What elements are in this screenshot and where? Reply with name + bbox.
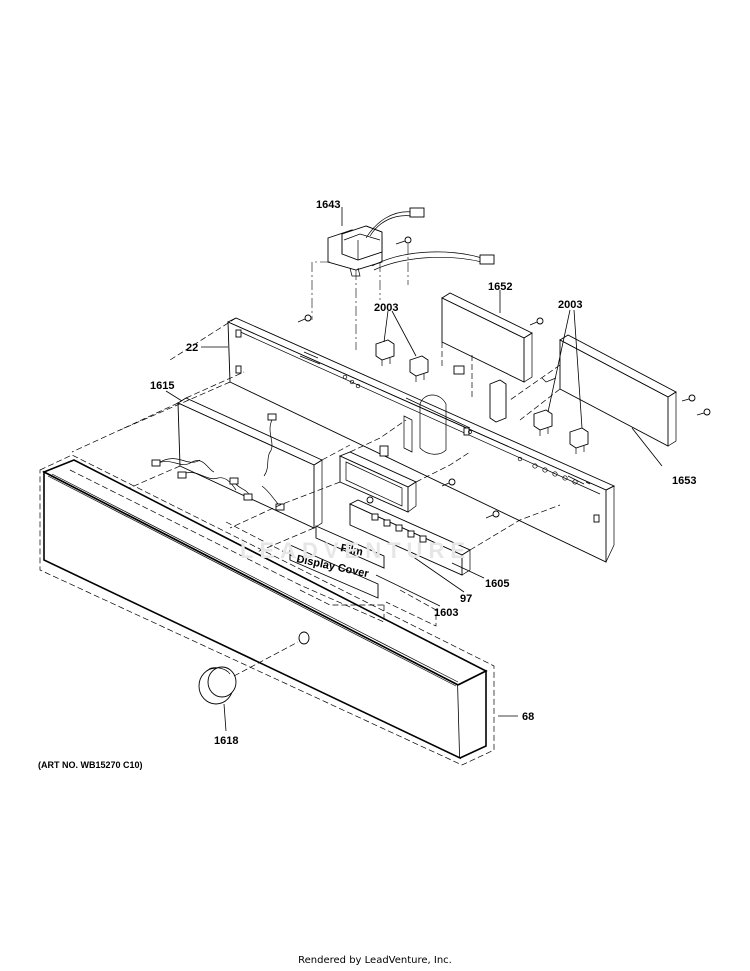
screw-chassis-left [297, 314, 312, 323]
screw-1605 [485, 510, 500, 519]
leader-1618 [223, 703, 227, 732]
relay-2003-c[interactable] [533, 409, 553, 436]
relay-2003-a[interactable] [375, 339, 395, 366]
callout-68[interactable]: 68 [522, 711, 534, 723]
callout-1605[interactable]: 1605 [485, 578, 509, 590]
callout-1652[interactable]: 1652 [488, 281, 512, 293]
callout-1653[interactable]: 1653 [672, 475, 696, 487]
relay-2003-d[interactable] [569, 427, 589, 454]
leader-1653 [631, 427, 663, 467]
leader-2003-b [547, 309, 583, 429]
wire-harness [151, 413, 285, 511]
leader-1603 [375, 574, 441, 607]
bracket-spacer [489, 379, 507, 423]
connector-block [379, 445, 389, 457]
leader-2003-a [383, 310, 417, 357]
front-bezel-68[interactable] [42, 459, 488, 760]
screw-1653-b [696, 408, 711, 416]
screw-1653-a [681, 394, 696, 402]
film-part[interactable] [315, 525, 385, 569]
circuit-board-1615[interactable] [177, 397, 323, 529]
leader-97 [411, 555, 465, 593]
watermark: LEADVENTURE [240, 538, 472, 563]
callout-22[interactable]: 22 [186, 342, 198, 354]
leader-1615 [165, 390, 183, 402]
callout-1615[interactable]: 1615 [150, 380, 174, 392]
callout-2003-left[interactable]: 2003 [374, 302, 398, 314]
footer-credit: Rendered by LeadVenture, Inc. [298, 955, 452, 966]
screw-display-b [366, 496, 374, 504]
callout-1618[interactable]: 1618 [214, 735, 238, 747]
screw-transformer [395, 236, 412, 245]
knob-spindle [233, 631, 310, 677]
display-module-97[interactable] [338, 451, 417, 513]
control-board-1652[interactable] [441, 292, 533, 383]
chassis-bracket-22[interactable] [226, 317, 616, 563]
leader-1605 [451, 562, 485, 579]
screw-1652 [529, 317, 544, 326]
control-board-1653[interactable] [541, 334, 677, 447]
callout-1603[interactable]: 1603 [434, 607, 458, 619]
relay-2003-b[interactable] [409, 355, 429, 382]
transformer-1643[interactable] [327, 207, 495, 277]
film-label: Film [339, 542, 364, 558]
bezel-outline-dashed [39, 454, 495, 766]
circuit-board-1605[interactable] [348, 499, 471, 576]
screw-display [441, 478, 456, 487]
callout-97[interactable]: 97 [460, 593, 472, 605]
callout-1643[interactable]: 1643 [316, 199, 340, 211]
small-clip [453, 365, 465, 375]
knob-1618[interactable] [198, 666, 237, 705]
callout-2003-right[interactable]: 2003 [558, 299, 582, 311]
art-number: (ART NO. WB15270 C10) [38, 760, 143, 770]
